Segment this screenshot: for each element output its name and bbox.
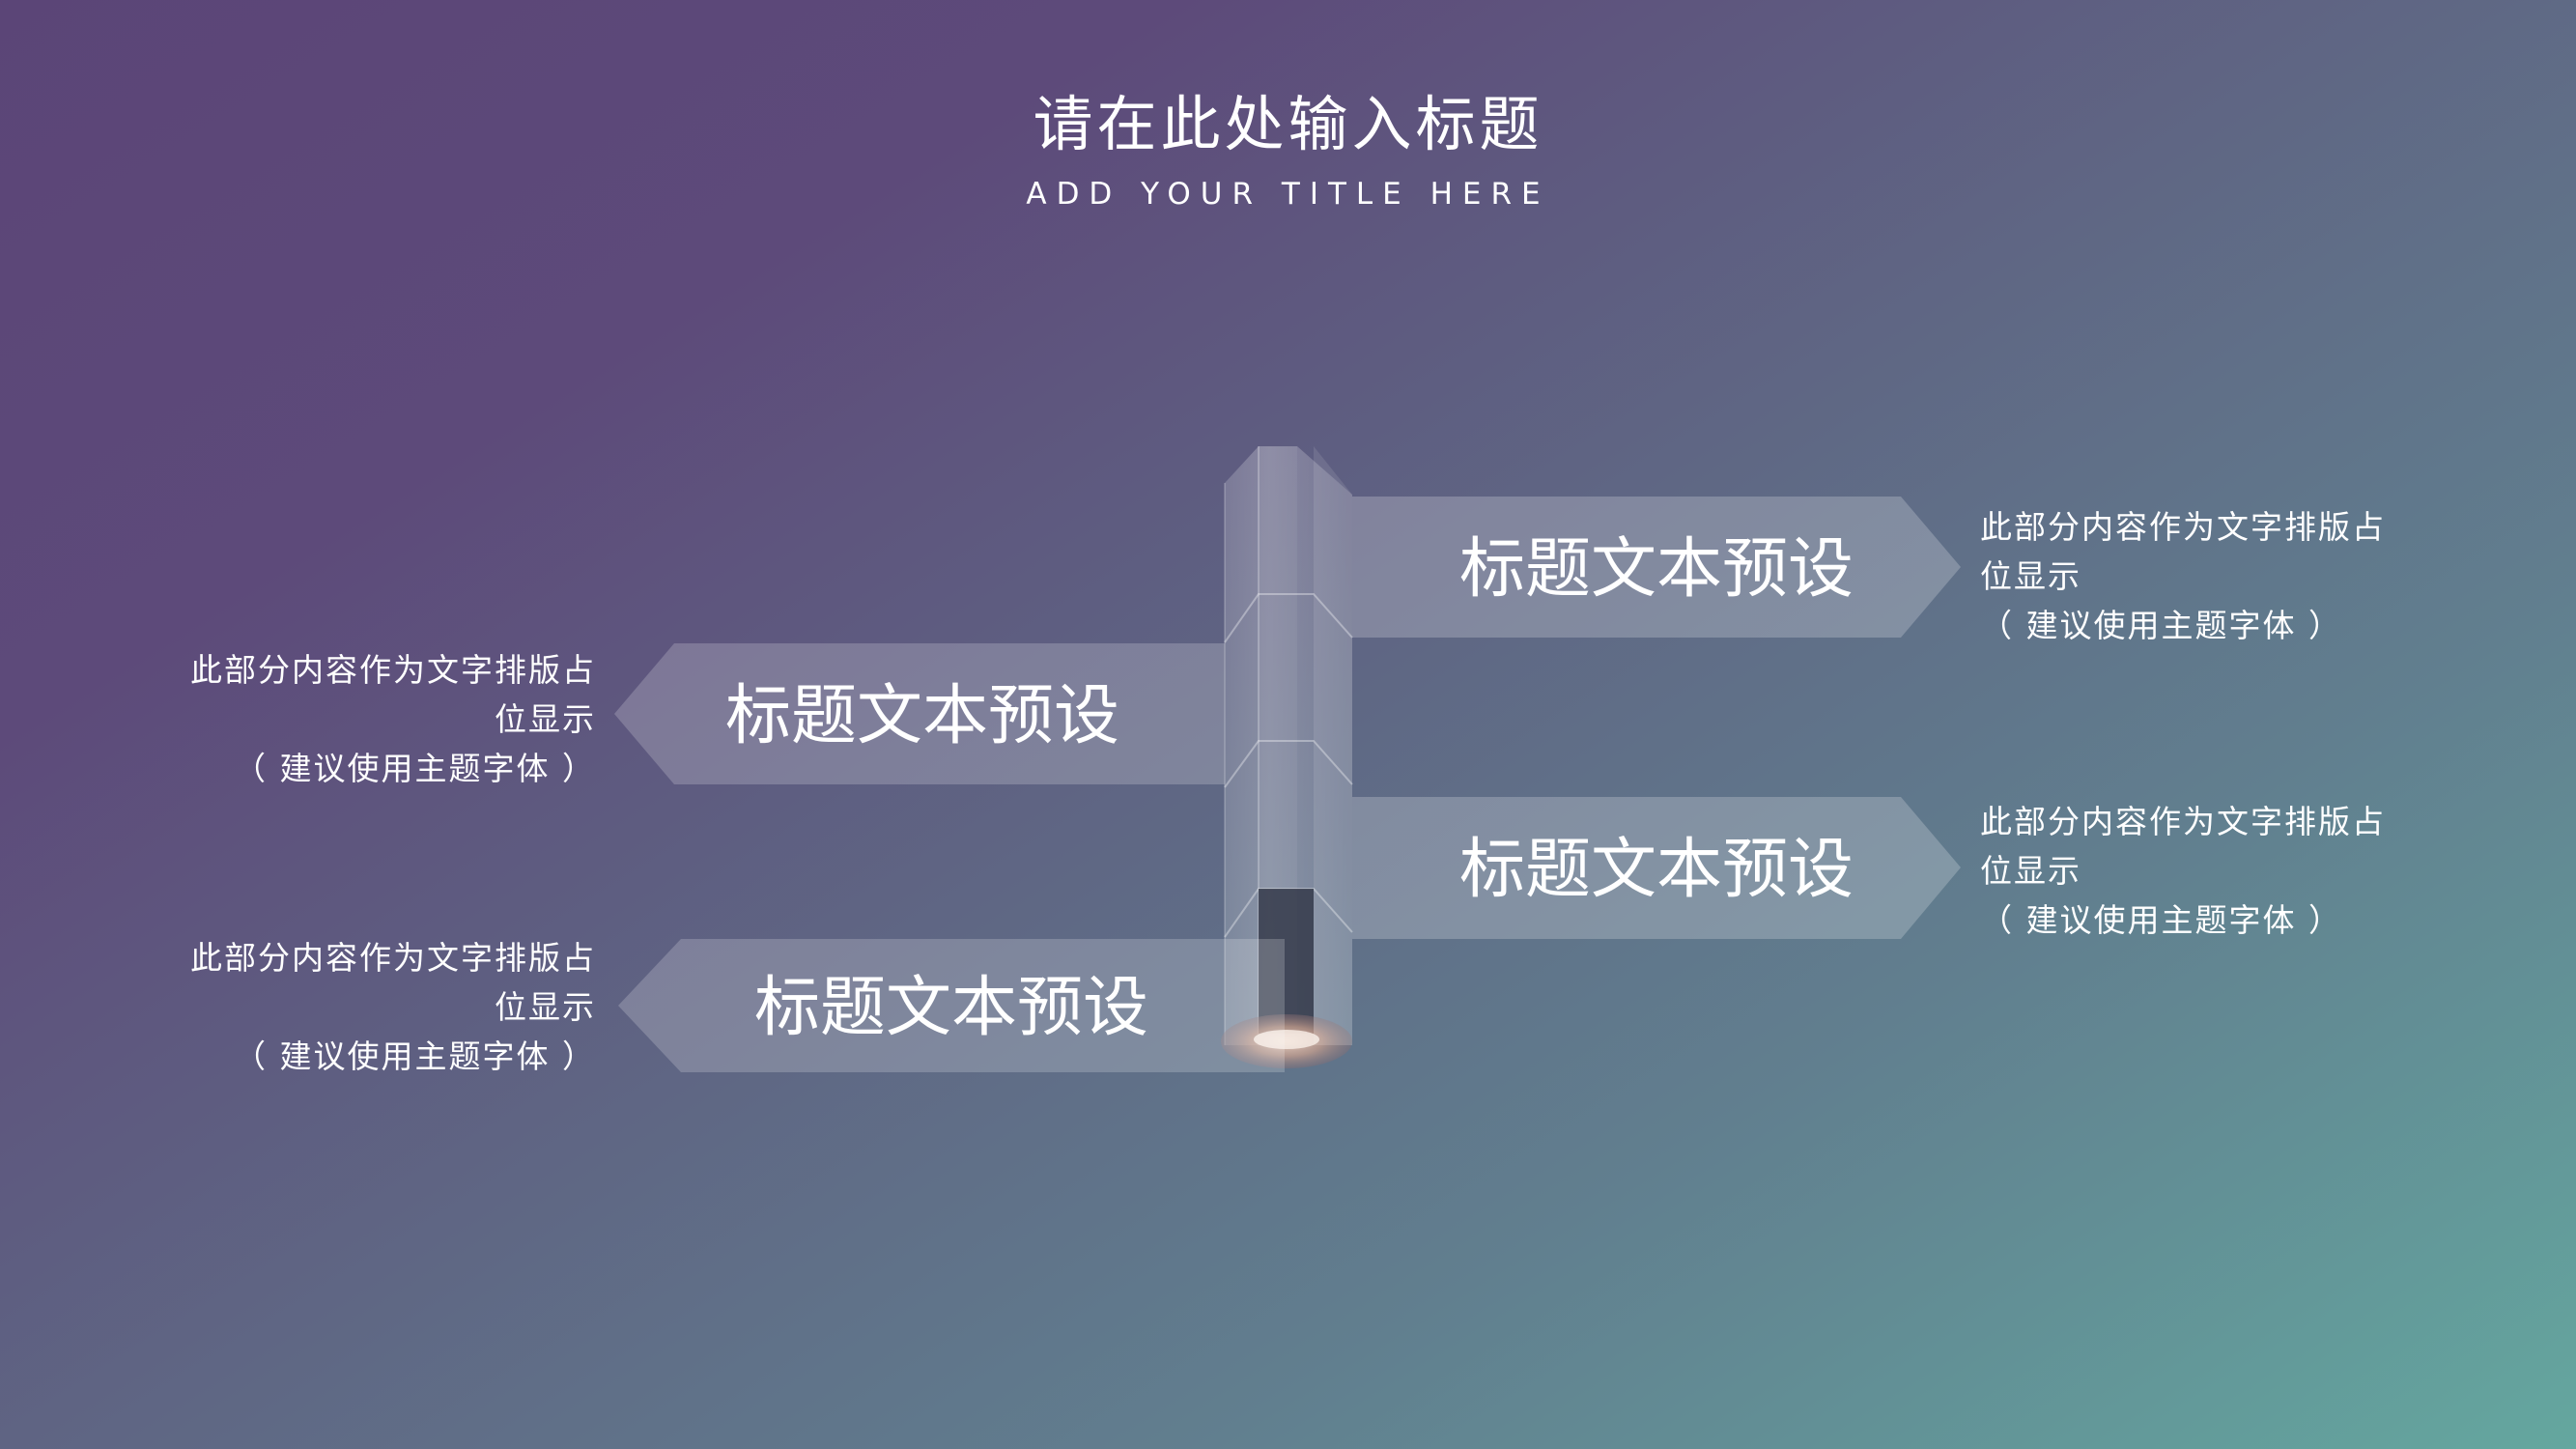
sign-label-3: 标题文本预设 (1458, 832, 1854, 908)
signpost-pole (1221, 446, 1353, 1068)
slide-subtitle: ADD YOUR TITLE HERE (1026, 177, 1550, 212)
sign-description-line: 位显示 (495, 988, 596, 1026)
sign-description-line: （ 建议使用主题字体 ） (1980, 901, 2342, 939)
sign-description-line: 此部分内容作为文字排版占 (190, 651, 596, 689)
sign-label-1: 标题文本预设 (1458, 531, 1854, 608)
sign-description-line: 位显示 (1980, 852, 2081, 890)
sign-description-line: 此部分内容作为文字排版占 (1980, 508, 2386, 546)
sign-description-3: 此部分内容作为文字排版占 位显示 （ 建议使用主题字体 ） (1980, 797, 2386, 945)
sign-description-line: 位显示 (1980, 557, 2081, 595)
sign-description-1: 此部分内容作为文字排版占 位显示 （ 建议使用主题字体 ） (1980, 502, 2386, 650)
sign-description-4: 此部分内容作为文字排版占 位显示 （ 建议使用主题字体 ） (190, 933, 596, 1081)
sign-description-line: （ 建议使用主题字体 ） (234, 750, 596, 787)
sign-description-line: 位显示 (495, 700, 596, 738)
sign-description-line: 此部分内容作为文字排版占 (1980, 803, 2386, 840)
sign-arrow-3 (1352, 797, 1961, 939)
slide-title: 请在此处输入标题 (1033, 89, 1543, 159)
sign-arrow-4 (618, 939, 1285, 1072)
sign-arrow-2 (614, 643, 1225, 784)
sign-arrow-1 (1352, 497, 1961, 638)
sign-description-line: （ 建议使用主题字体 ） (234, 1037, 596, 1075)
sign-description-line: （ 建议使用主题字体 ） (1980, 607, 2342, 644)
sign-label-4: 标题文本预设 (753, 970, 1148, 1046)
pole-shadow (1259, 889, 1314, 1034)
sign-description-2: 此部分内容作为文字排版占 位显示 （ 建议使用主题字体 ） (190, 645, 596, 793)
sign-label-2: 标题文本预设 (724, 678, 1119, 754)
sign-description-line: 此部分内容作为文字排版占 (190, 939, 596, 977)
